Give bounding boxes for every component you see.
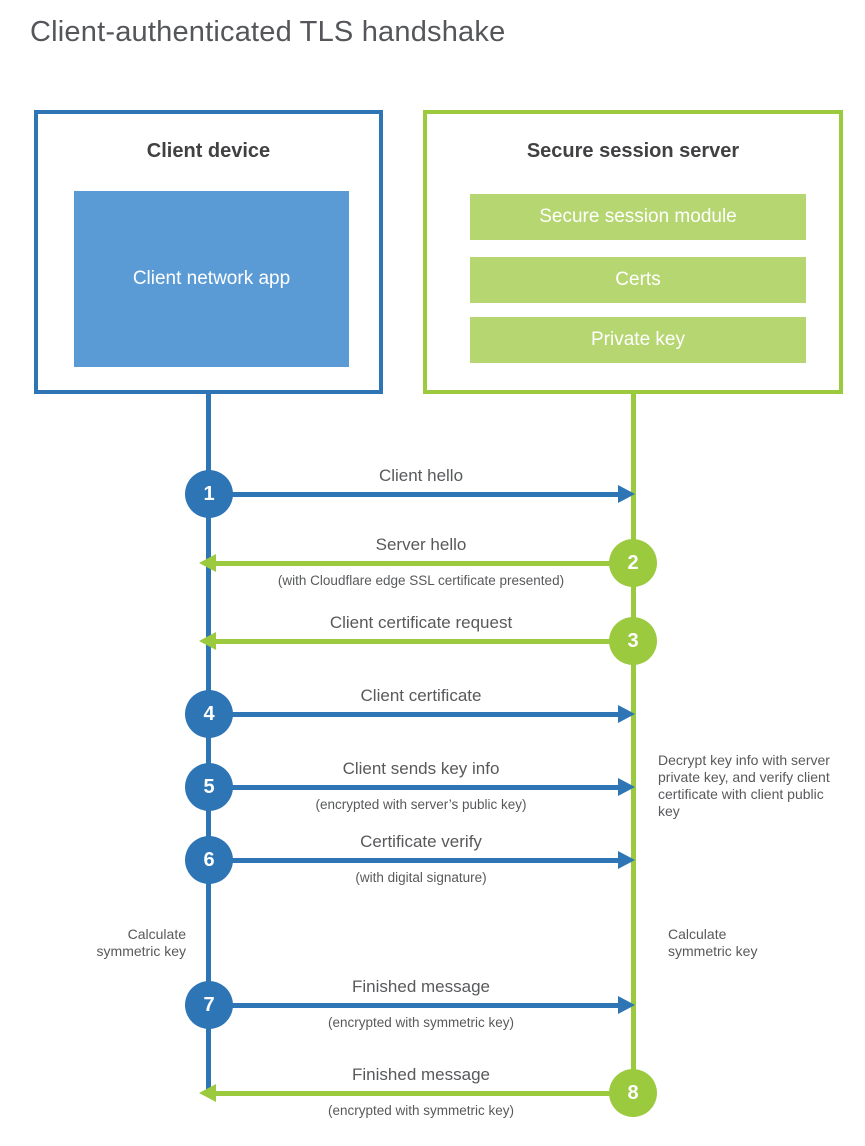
arrowhead-left-icon bbox=[199, 632, 216, 650]
secure-session-server-box: Secure session server Secure session mod… bbox=[423, 110, 843, 394]
step-number-badge: 5 bbox=[185, 763, 233, 811]
step-label: Client sends key info bbox=[342, 759, 500, 778]
step-sublabel: (encrypted with symmetric key) bbox=[327, 1015, 515, 1030]
client-device-title: Client device bbox=[146, 140, 271, 162]
arrow-right bbox=[209, 492, 618, 497]
arrowhead-right-icon bbox=[618, 851, 635, 869]
step-label: Certificate verify bbox=[360, 832, 482, 851]
arrow-right bbox=[209, 858, 618, 863]
step-number-badge: 4 bbox=[185, 690, 233, 738]
step-label: Client certificate bbox=[360, 686, 482, 705]
secure-session-server-title: Secure session server bbox=[526, 140, 740, 162]
step-sublabel: (encrypted with server’s public key) bbox=[315, 797, 527, 812]
arrow-right bbox=[209, 1003, 618, 1008]
arrow-left bbox=[216, 1091, 633, 1096]
arrowhead-right-icon bbox=[618, 778, 635, 796]
step-number-badge: 8 bbox=[609, 1069, 657, 1117]
arrow-right bbox=[209, 712, 618, 717]
arrowhead-left-icon bbox=[199, 554, 216, 572]
arrowhead-right-icon bbox=[618, 996, 635, 1014]
step-number-badge: 3 bbox=[609, 617, 657, 665]
step-label: Client hello bbox=[378, 466, 464, 485]
step-sublabel: (with Cloudflare edge SSL certificate pr… bbox=[277, 573, 565, 588]
note-calculate-symmetric-key-client: Calculate symmetric key bbox=[96, 926, 186, 959]
note-calculate-symmetric-key-server: Calculate symmetric key bbox=[668, 926, 758, 959]
step-sublabel: (with digital signature) bbox=[355, 870, 487, 885]
server-module-certs: Certs bbox=[470, 257, 806, 303]
server-lifeline bbox=[631, 394, 636, 1093]
step-label: Server hello bbox=[375, 535, 467, 554]
client-lifeline bbox=[206, 394, 211, 1093]
arrowhead-right-icon bbox=[618, 485, 635, 503]
server-module-private-key: Private key bbox=[470, 317, 806, 363]
arrow-left bbox=[216, 639, 633, 644]
step-label: Finished message bbox=[352, 1065, 490, 1084]
note-decrypt-key-info: Decrypt key info with server private key… bbox=[658, 752, 830, 819]
step-number-badge: 7 bbox=[185, 981, 233, 1029]
arrow-right bbox=[209, 785, 618, 790]
step-number-badge: 2 bbox=[609, 539, 657, 587]
page-title: Client-authenticated TLS handshake bbox=[30, 16, 506, 48]
client-network-app-box: Client network app bbox=[74, 191, 349, 367]
step-sublabel: (encrypted with symmetric key) bbox=[327, 1103, 515, 1118]
arrow-left bbox=[216, 561, 633, 566]
step-label: Client certificate request bbox=[329, 613, 513, 632]
server-module-secure-session-module: Secure session module bbox=[470, 194, 806, 240]
step-number-badge: 6 bbox=[185, 836, 233, 884]
arrowhead-right-icon bbox=[618, 705, 635, 723]
step-label: Finished message bbox=[352, 977, 490, 996]
arrowhead-left-icon bbox=[199, 1084, 216, 1102]
client-device-box: Client device Client network app bbox=[34, 110, 383, 394]
step-number-badge: 1 bbox=[185, 470, 233, 518]
